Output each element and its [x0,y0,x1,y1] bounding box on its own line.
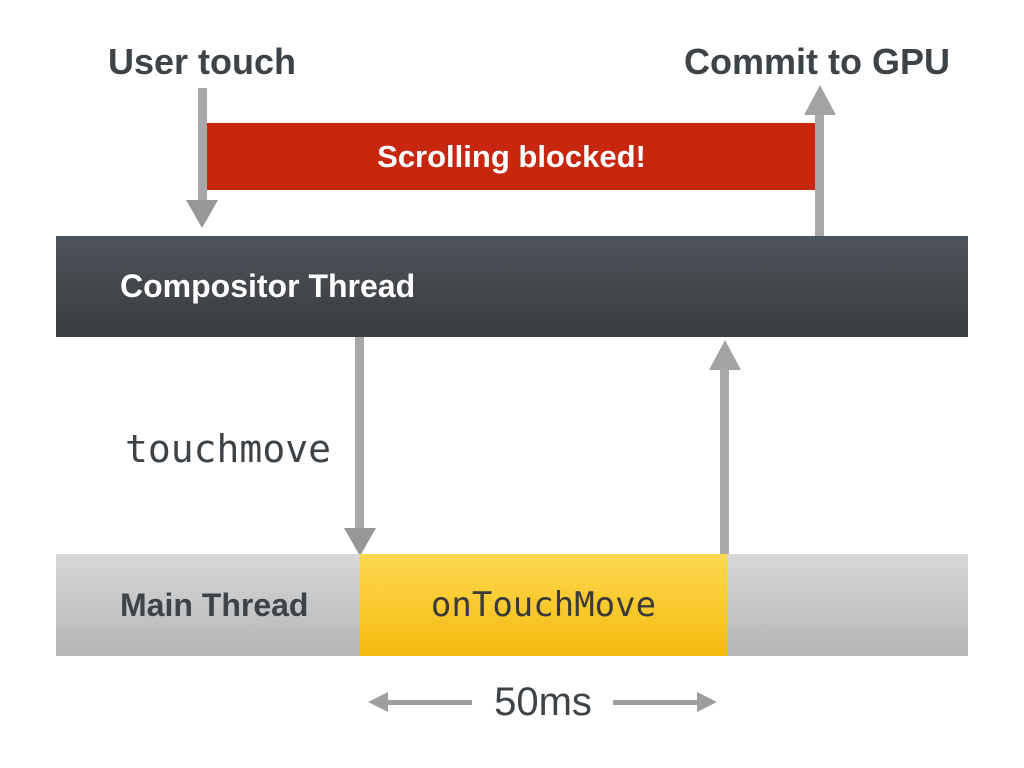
user-touch-label: User touch [107,41,297,82]
ontouchmove-task-segment: onTouchMove [360,554,727,656]
arrow-head-up-icon [804,85,836,115]
arrow-head-down-icon [186,200,218,228]
compositor-thread-bar: Compositor Thread [56,236,968,337]
touchmove-message-label: touchmove [125,427,331,471]
arrow-line [815,114,824,236]
arrow-head-left-icon [368,692,388,712]
duration-label: 50ms [494,680,592,724]
arrow-line [613,700,699,705]
arrow-line [198,88,207,202]
arrow-head-up-icon [709,340,741,370]
arrow-head-right-icon [697,692,717,712]
arrow-head-down-icon [344,528,376,556]
scrolling-blocked-banner: Scrolling blocked! [207,123,816,190]
arrow-line [720,369,729,554]
arrow-line [386,700,472,705]
commit-to-gpu-label: Commit to GPU [684,41,950,82]
arrow-line [355,337,364,530]
